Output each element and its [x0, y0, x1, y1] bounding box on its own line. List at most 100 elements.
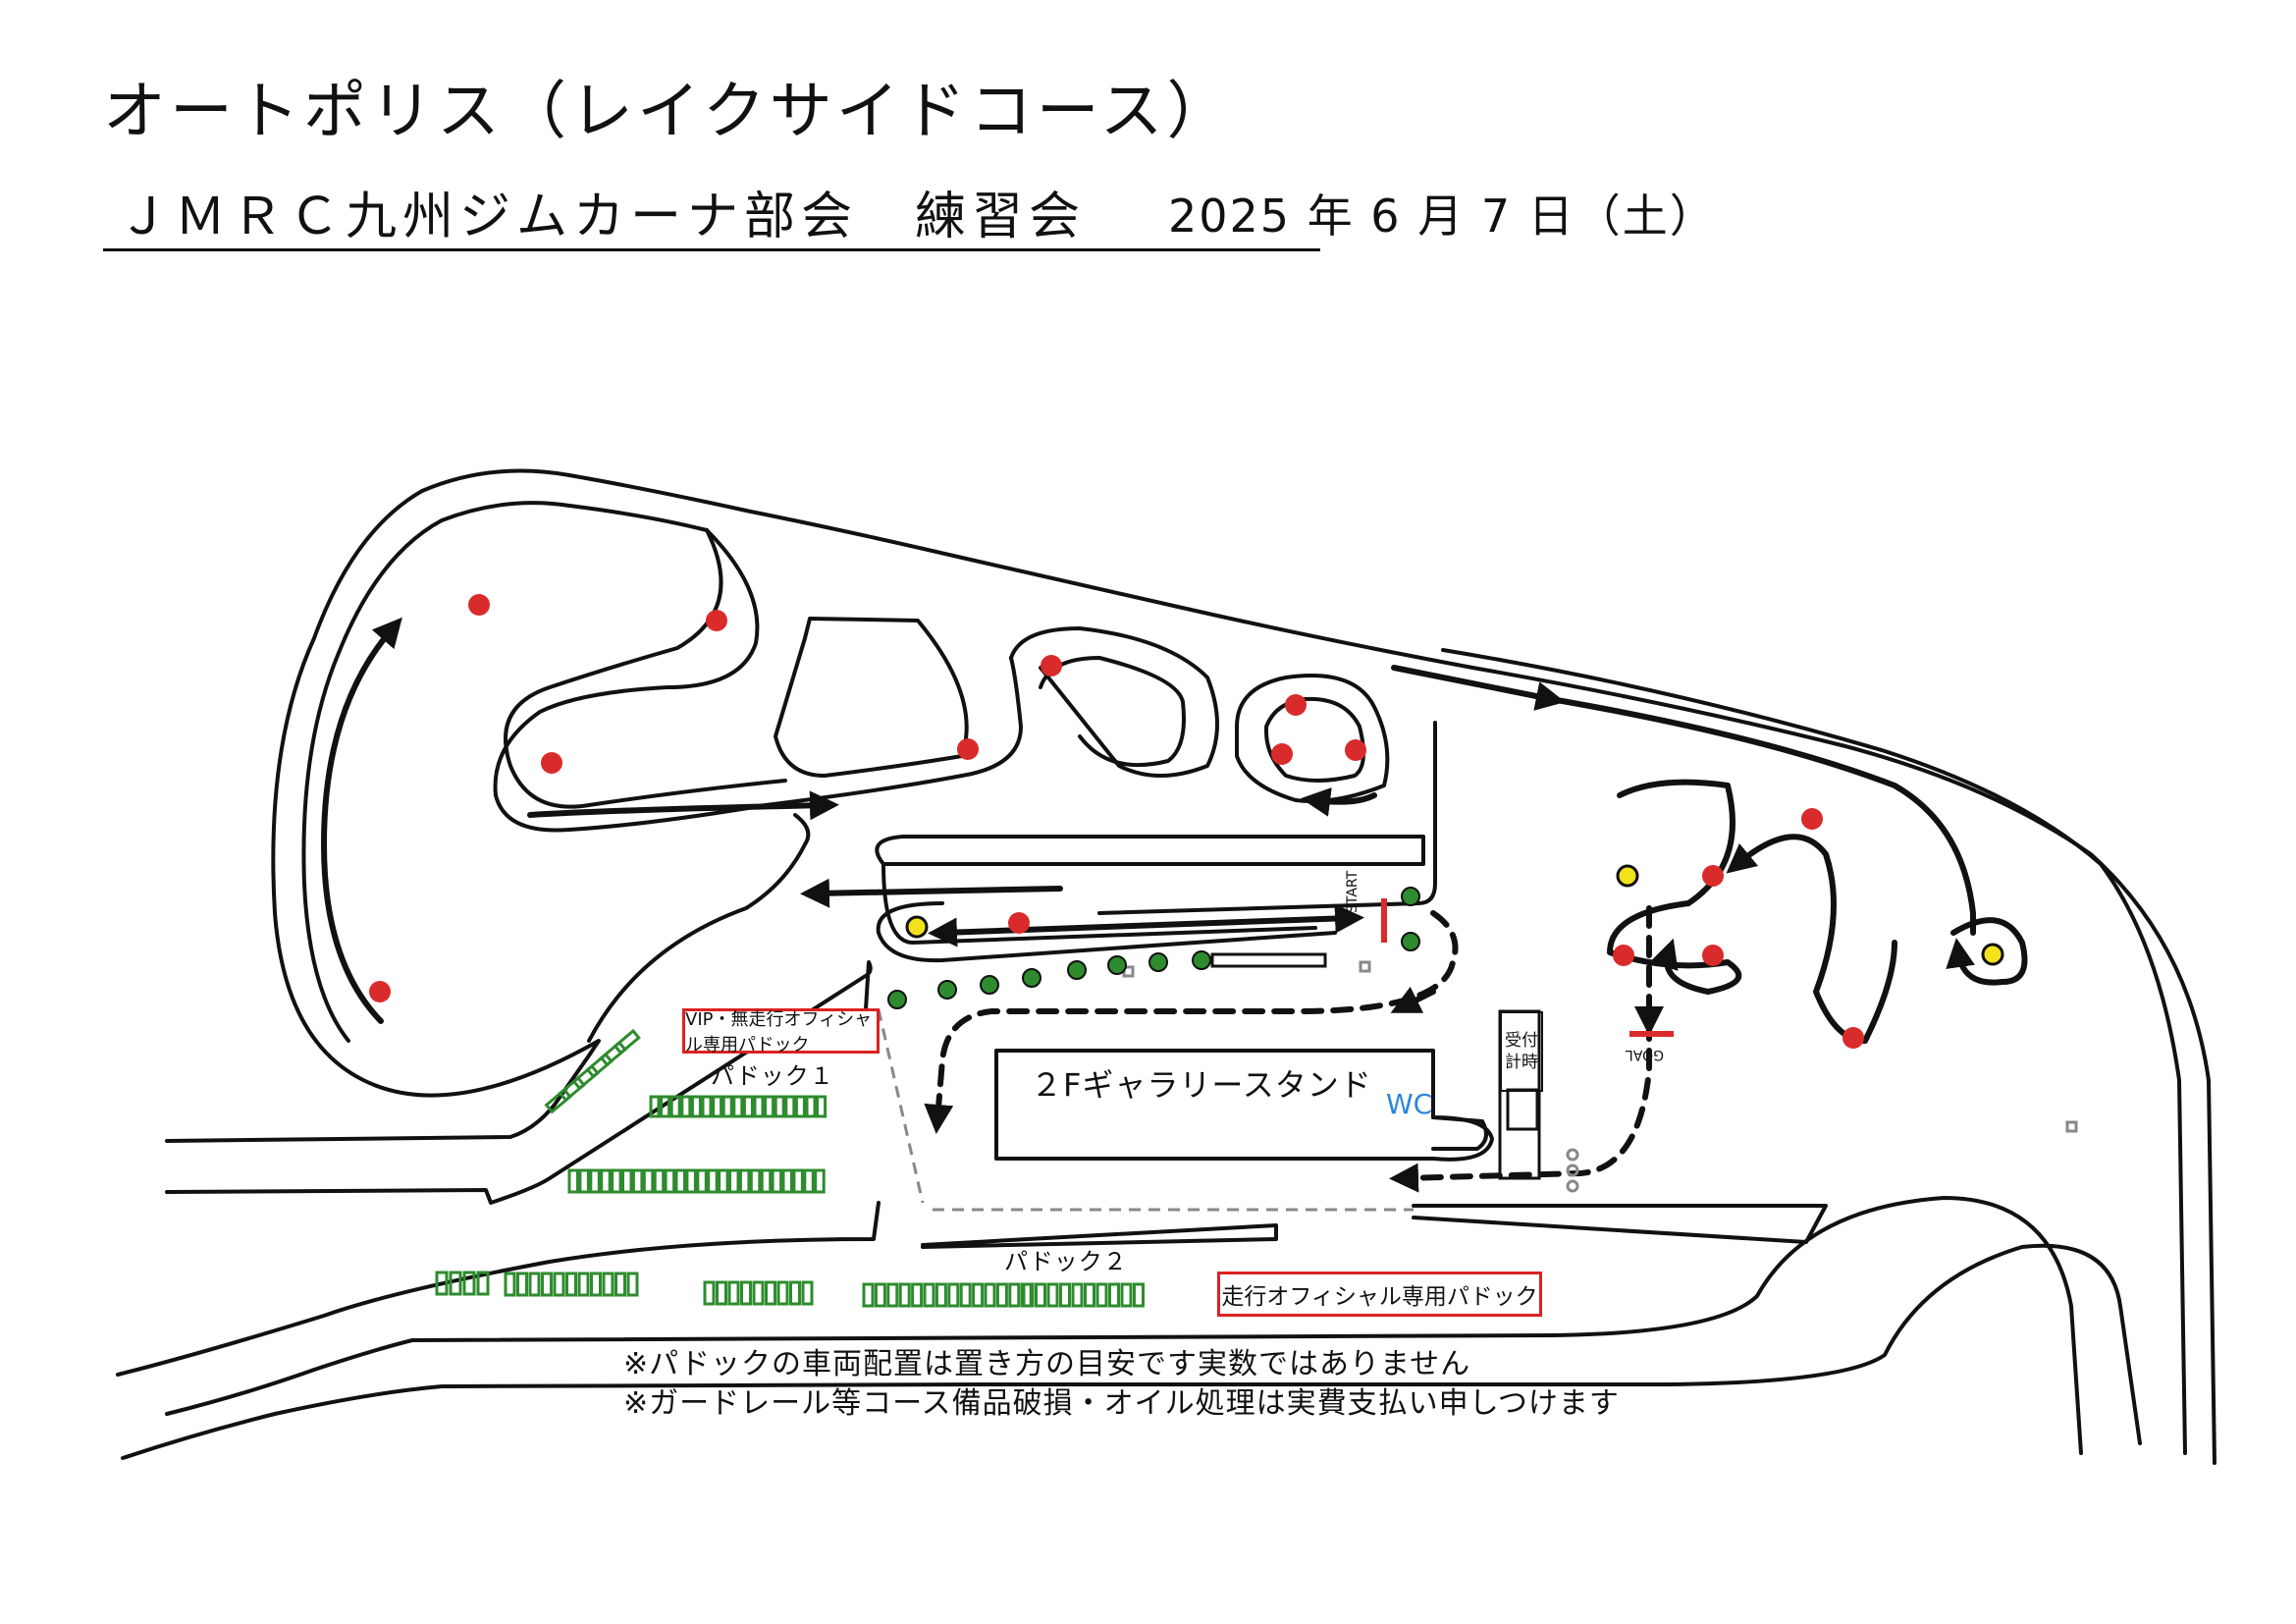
paddock-slot [599, 1040, 627, 1067]
paddock-slot [553, 1272, 565, 1297]
paddock-slot [814, 1168, 826, 1194]
pylon-red [1285, 694, 1307, 716]
paddock-slot [874, 1282, 886, 1308]
paddock-slot [771, 1168, 783, 1194]
paddock-slot [602, 1272, 614, 1297]
bottom-road-outer [121, 1243, 2142, 1460]
paddock-slot [621, 1168, 633, 1194]
paddock-slot [898, 1282, 911, 1308]
pylon-red [1842, 1027, 1864, 1049]
paddock-slot [721, 1095, 733, 1118]
note-line: ※ガードレール等コース備品破損・オイル処理は実費支払い申しつけます [623, 1386, 1620, 1421]
pylon-green [1022, 968, 1041, 988]
pylon-red [1801, 808, 1823, 830]
event-date: 2025 年 6 月 7 日（土） [1168, 189, 1717, 243]
paddock-slot [805, 1095, 817, 1118]
pylon-red [541, 752, 562, 774]
pylon-green [887, 990, 907, 1009]
paddock-slot [1035, 1282, 1046, 1308]
paddock-slot [727, 1280, 740, 1306]
paddock-slot [541, 1272, 553, 1297]
dash-to-start [924, 910, 1459, 1134]
paddock-slot [742, 1095, 754, 1118]
pylon-red [1345, 739, 1366, 761]
pylon-red [468, 594, 490, 616]
paddock-slot [449, 1271, 462, 1296]
paddock-slot [685, 1168, 697, 1194]
pylon-yellow [1981, 943, 2004, 966]
paddock-slot [680, 1095, 692, 1118]
paddock-slot [774, 1095, 785, 1118]
notes: ※パドックの車両配置は置き方の目安です実数ではありません ※ガードレール等コース… [623, 1345, 1620, 1424]
paddock-slot [611, 1168, 622, 1194]
paddock-1-label: パドック１ [711, 1062, 834, 1090]
bottom-road-inner [165, 1196, 2083, 1455]
outer-loop-outer-edge [165, 468, 2216, 1465]
pylon-red [1008, 912, 1030, 934]
paddock-slot [947, 1282, 960, 1308]
paddock-slot [752, 1280, 765, 1306]
paddock-lower-wall [116, 1201, 881, 1377]
line-east-small-loop [1946, 917, 2028, 986]
west-lower-edge [587, 813, 811, 1043]
reception-label: 受付 [1505, 1031, 1538, 1051]
gallery-stand-label: ２Fギャラリースタンド [1031, 1066, 1372, 1104]
pylon-red [1613, 945, 1634, 966]
paddock-slot [776, 1280, 789, 1306]
pit-straight-bar [875, 835, 1425, 866]
paddock-slot [760, 1168, 773, 1194]
dashed-links [924, 905, 1664, 1193]
dash-stand-right [1390, 986, 1436, 1013]
paddock-slot [690, 1095, 702, 1118]
pylon-green [1067, 960, 1087, 980]
paddock-upper-wall [165, 960, 873, 1205]
paddock-slot [577, 1272, 590, 1297]
mid-chicane-inner [1039, 656, 1186, 768]
pylon-red [1702, 865, 1724, 887]
paddock-slot [716, 1280, 727, 1306]
pylon-green [980, 975, 999, 995]
south-bar-east [1412, 1204, 1828, 1244]
pylon-red [706, 610, 727, 631]
line-upper-left [321, 617, 402, 1024]
paddock-slot [1022, 1282, 1035, 1308]
marker-circle [1566, 1148, 1579, 1162]
paddock-slot [984, 1282, 996, 1308]
paddock1-divider [877, 1008, 925, 1204]
line-north-straight [1391, 665, 1566, 711]
lower-loop [881, 862, 1317, 945]
line-kidney [1301, 786, 1377, 817]
pylon-green [937, 980, 957, 1000]
paddock-slot [626, 1272, 639, 1297]
line-mid-straight [527, 790, 839, 821]
paddock-slot [789, 1280, 801, 1306]
paddock-slot [696, 1168, 708, 1194]
timing-marks [1381, 898, 1674, 1037]
diamond-infield [774, 617, 969, 778]
reception-timing-label: 受付 計時 [1500, 1011, 1543, 1092]
line-east-chicane [1607, 779, 1742, 995]
marker-circle [1566, 1164, 1579, 1177]
paddock-slot [528, 1272, 541, 1297]
paddock-slot [732, 1095, 744, 1118]
marker-circle [1566, 1179, 1579, 1193]
west-hairpin-outer [493, 528, 1023, 833]
pylon-red [1271, 743, 1293, 765]
timing-label: 計時 [1505, 1053, 1538, 1072]
wc-label: WC [1386, 1088, 1433, 1120]
paddock-slot [660, 1095, 671, 1118]
paddock-slot [544, 1087, 572, 1114]
pylon-green [1401, 887, 1420, 906]
title-underline [103, 248, 1320, 251]
paddock-2-label: パドック２ [1004, 1248, 1128, 1275]
pylon-red [1702, 945, 1724, 966]
paddock-slot [614, 1272, 626, 1297]
paddock-slot [1120, 1282, 1133, 1308]
paddock-slot [886, 1282, 899, 1308]
racing-line [321, 617, 2028, 1044]
red-pylons [369, 594, 1864, 1049]
paddock-slot [995, 1282, 1008, 1308]
official-paddock-label: 走行オフィシャル専用パドック [1217, 1272, 1542, 1317]
paddock-slot [794, 1095, 806, 1118]
